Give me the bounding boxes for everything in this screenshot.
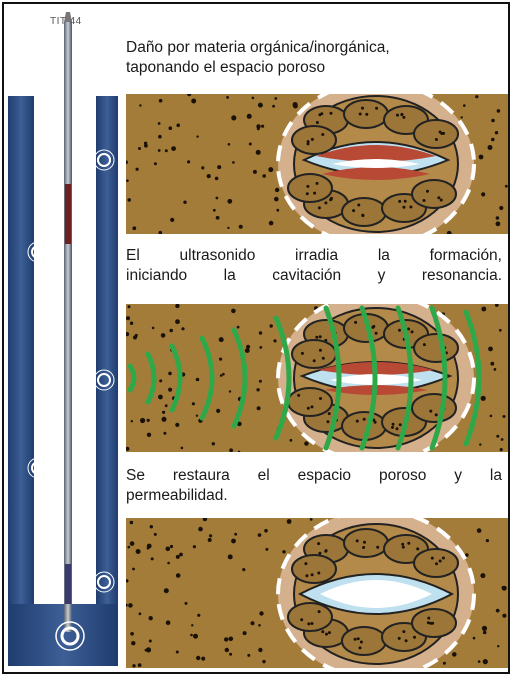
casing-wall-right	[96, 96, 118, 632]
step-2-line-1: El ultrasonido irradia la formación,	[126, 247, 502, 264]
panel-restored-pore	[126, 518, 508, 668]
step-3-caption: Se restaura el espacio poroso y la perme…	[126, 466, 502, 506]
step-1-caption: Daño por materia orgánica/inorgánica, ta…	[126, 38, 502, 78]
step-2-caption: El ultrasonido irradia la formación, ini…	[126, 246, 502, 286]
emitter-rings-icon	[27, 149, 115, 651]
panel-damaged-pore	[126, 94, 508, 234]
formation-damaged	[126, 94, 508, 234]
ultrasonic-waves-icon	[127, 305, 482, 451]
casing-wall-left	[8, 96, 34, 632]
step-2-line-2: iniciando la cavitación y resonancia.	[126, 267, 502, 284]
wellbore-tool-panel: TIT 44	[4, 4, 122, 672]
ultrasonic-tool-rod	[64, 22, 72, 632]
step-3-line-2: permeabilidad.	[126, 487, 228, 504]
step-1-line-1: Daño por materia orgánica/inorgánica,	[126, 39, 390, 56]
step-1-line-2: taponando el espacio poroso	[126, 59, 326, 76]
formation-irradiated	[126, 304, 508, 452]
wellbore-drawing	[8, 4, 118, 666]
step-3-line-1: Se restaura el espacio poroso y la	[126, 467, 502, 484]
formation-restored	[126, 518, 508, 668]
panel-ultrasonic-irradiation	[126, 304, 508, 452]
tool-model-label: TIT 44	[50, 16, 82, 27]
